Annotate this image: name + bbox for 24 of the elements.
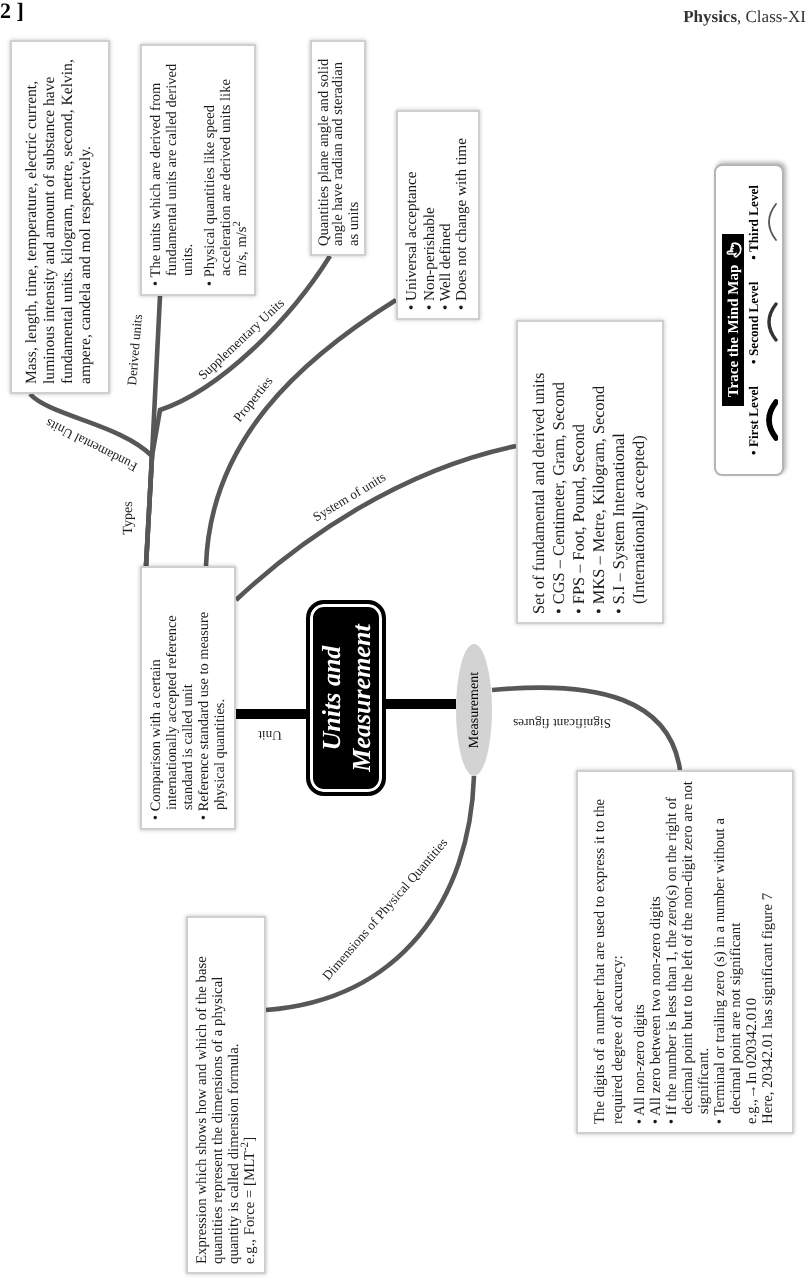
bullet-item: • S.I – System International (Internationally accepted) <box>610 431 650 614</box>
note-box <box>310 40 366 256</box>
branch-line <box>236 709 306 719</box>
bullet-item: • MKS – Metre, Kilogram, Second <box>590 383 610 614</box>
branch-line <box>234 443 517 602</box>
note-box <box>576 770 794 1134</box>
branch-line <box>491 685 683 771</box>
topic-title: Units and Measurement <box>316 621 376 776</box>
note-box <box>186 916 266 1274</box>
branch-line <box>143 254 332 567</box>
central-topic-box <box>306 600 386 796</box>
note-box <box>140 44 256 296</box>
branch-line <box>203 298 398 567</box>
branch-line <box>265 775 477 1013</box>
running-header: Physics, Class-XI <box>683 6 806 26</box>
note-text: Set of fundamental and derived units <box>530 370 550 614</box>
bullet-item: • CGS – Centimeter, Gram, Second <box>550 379 570 614</box>
note-box <box>10 40 110 394</box>
branch-line <box>386 699 456 709</box>
note-box <box>140 566 236 830</box>
note-box <box>396 110 480 320</box>
bullet-item: • FPS – Foot, Pound, Second <box>570 422 590 614</box>
page-number: 2 ] <box>0 0 24 24</box>
note-box <box>516 320 664 624</box>
